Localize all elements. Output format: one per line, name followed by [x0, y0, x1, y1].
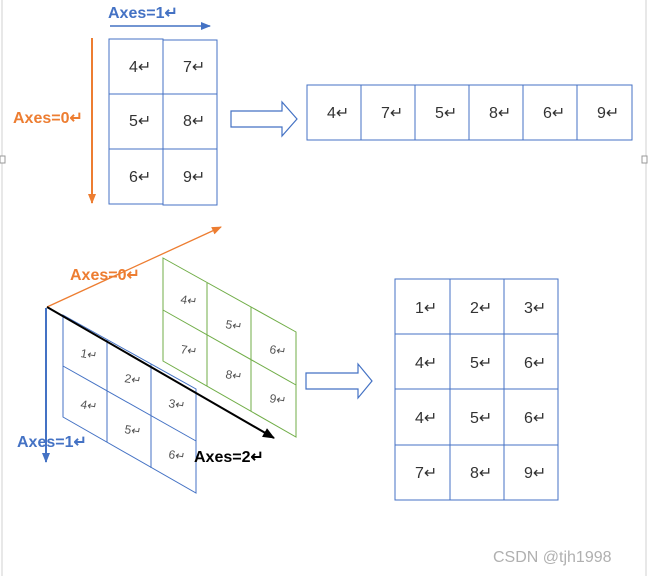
front-layer-cell: 6↵ [167, 447, 186, 464]
bottom-axis1-label: Axes=1↵ [17, 434, 87, 451]
front-layer-cell: 5↵ [123, 422, 142, 439]
top-result-cell: 4↵ [327, 105, 349, 122]
top-result-cell: 6↵ [543, 105, 565, 122]
top-result-cell: 8↵ [489, 105, 511, 122]
back-layer-cell: 4↵ [179, 292, 198, 309]
top-grid-cell: 5↵ [129, 113, 151, 130]
top-grid-cell: 9↵ [183, 169, 205, 186]
bottom-front-layer: 1↵ 2↵ 3↵ 4↵ 5↵ 6↵ [62, 314, 197, 494]
top-grid-cell: 7↵ [183, 59, 205, 76]
top-axis1-label: Axes=1↵ [108, 5, 178, 22]
top-grid-cell: 8↵ [183, 113, 205, 130]
back-layer-cell: 8↵ [224, 367, 243, 384]
resize-handle-right[interactable] [641, 155, 648, 164]
front-layer-cell: 1↵ [79, 346, 98, 363]
top-result-cell: 7↵ [381, 105, 403, 122]
top-grid-cell: 4↵ [129, 59, 151, 76]
result-grid-cell: 4↵ [415, 410, 437, 427]
top-transform-arrow [230, 100, 298, 138]
top-result-cell: 9↵ [597, 105, 619, 122]
bottom-back-layer: 4↵ 5↵ 6↵ 7↵ 8↵ 9↵ [162, 257, 297, 438]
resize-handle-left[interactable] [0, 155, 6, 164]
front-layer-cell: 3↵ [167, 396, 186, 413]
result-grid-cell: 8↵ [470, 465, 492, 482]
bottom-axis2-label: Axes=2↵ [194, 449, 264, 466]
result-grid-cell: 3↵ [524, 300, 546, 317]
back-layer-cell: 7↵ [179, 342, 198, 359]
watermark: CSDN @tjh1998 [493, 549, 612, 566]
top-grid-cell: 6↵ [129, 169, 151, 186]
front-layer-cell: 4↵ [79, 397, 98, 414]
bottom-axis2-arrow [46, 306, 275, 439]
result-grid-cell: 5↵ [470, 410, 492, 427]
result-grid-cell: 6↵ [524, 410, 546, 427]
result-grid-cell: 1↵ [415, 300, 437, 317]
result-grid-cell: 5↵ [470, 355, 492, 372]
top-result-cell: 5↵ [435, 105, 457, 122]
bottom-result-grid: 1↵ 2↵ 3↵ 4↵ 5↵ 6↵ 4↵ 5↵ 6↵ 7↵ 8↵ 9↵ [394, 278, 559, 501]
front-layer-cell: 2↵ [123, 371, 142, 388]
result-grid-cell: 9↵ [524, 465, 546, 482]
back-layer-cell: 6↵ [268, 342, 287, 359]
bottom-axis0-label: Axes=0↵ [70, 267, 140, 284]
top-result-row: 4↵ 7↵ 5↵ 8↵ 6↵ 9↵ [306, 84, 633, 141]
result-grid-cell: 7↵ [415, 465, 437, 482]
bottom-transform-arrow [305, 362, 373, 400]
back-layer-cell: 9↵ [268, 391, 287, 408]
result-grid-cell: 4↵ [415, 355, 437, 372]
bottom-axis0-arrow [46, 226, 222, 308]
result-grid-cell: 2↵ [470, 300, 492, 317]
top-source-grid: 4↵ 5↵ 6↵ 7↵ 8↵ 9↵ [108, 38, 218, 206]
back-layer-cell: 5↵ [224, 317, 243, 334]
top-axis0-label: Axes=0↵ [13, 110, 83, 127]
result-grid-cell: 6↵ [524, 355, 546, 372]
